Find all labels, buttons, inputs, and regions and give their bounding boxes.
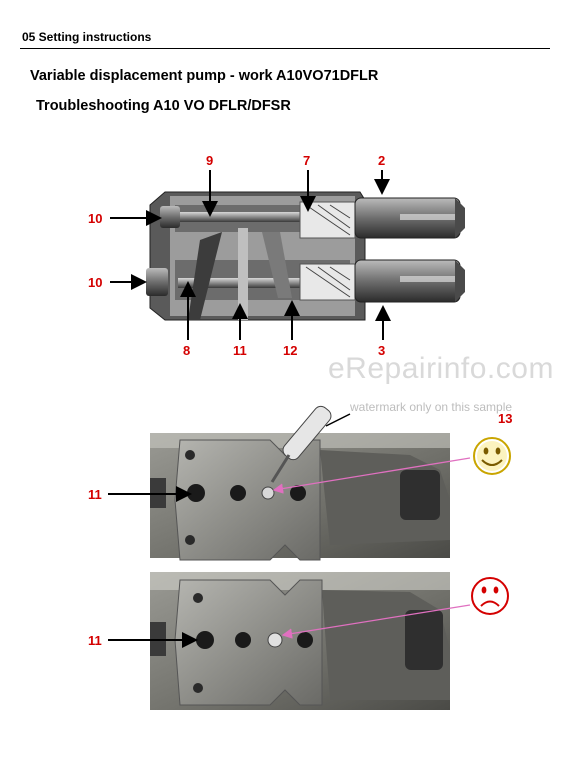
label-8: 8 bbox=[183, 343, 190, 358]
label-10-bottom: 10 bbox=[88, 275, 102, 290]
watermark-text: eRepairinfo.com bbox=[328, 352, 554, 385]
photo-incorrect-setting bbox=[150, 572, 450, 710]
label-9: 9 bbox=[206, 153, 213, 168]
label-11-photo1: 11 bbox=[88, 487, 102, 502]
arrow-13 bbox=[325, 413, 351, 427]
page-subtitle: Troubleshooting A10 VO DFLR/DFSR bbox=[36, 98, 291, 114]
label-2: 2 bbox=[378, 153, 385, 168]
label-3: 3 bbox=[378, 343, 385, 358]
pointer-line-1 bbox=[272, 457, 471, 494]
photo-correct-setting bbox=[150, 433, 450, 561]
label-11: 11 bbox=[233, 343, 247, 358]
label-13: 13 bbox=[498, 411, 512, 426]
page-title: Variable displacement pump - work A10VO7… bbox=[30, 68, 379, 84]
valve-cross-section bbox=[146, 191, 465, 321]
diagram-leader-arrows bbox=[110, 170, 391, 340]
watermark-note: watermark only on this sample bbox=[350, 400, 513, 414]
label-12: 12 bbox=[283, 343, 297, 358]
pointer-line-2 bbox=[281, 604, 471, 639]
screwdriver bbox=[270, 405, 332, 483]
section-header: 05 Setting instructions bbox=[22, 30, 152, 44]
label-10-top: 10 bbox=[88, 211, 102, 226]
label-7: 7 bbox=[303, 153, 310, 168]
smiley-face-icon bbox=[473, 437, 511, 475]
header-divider bbox=[20, 48, 550, 49]
frowning-face-icon bbox=[471, 577, 509, 615]
label-11-photo2: 11 bbox=[88, 633, 102, 648]
